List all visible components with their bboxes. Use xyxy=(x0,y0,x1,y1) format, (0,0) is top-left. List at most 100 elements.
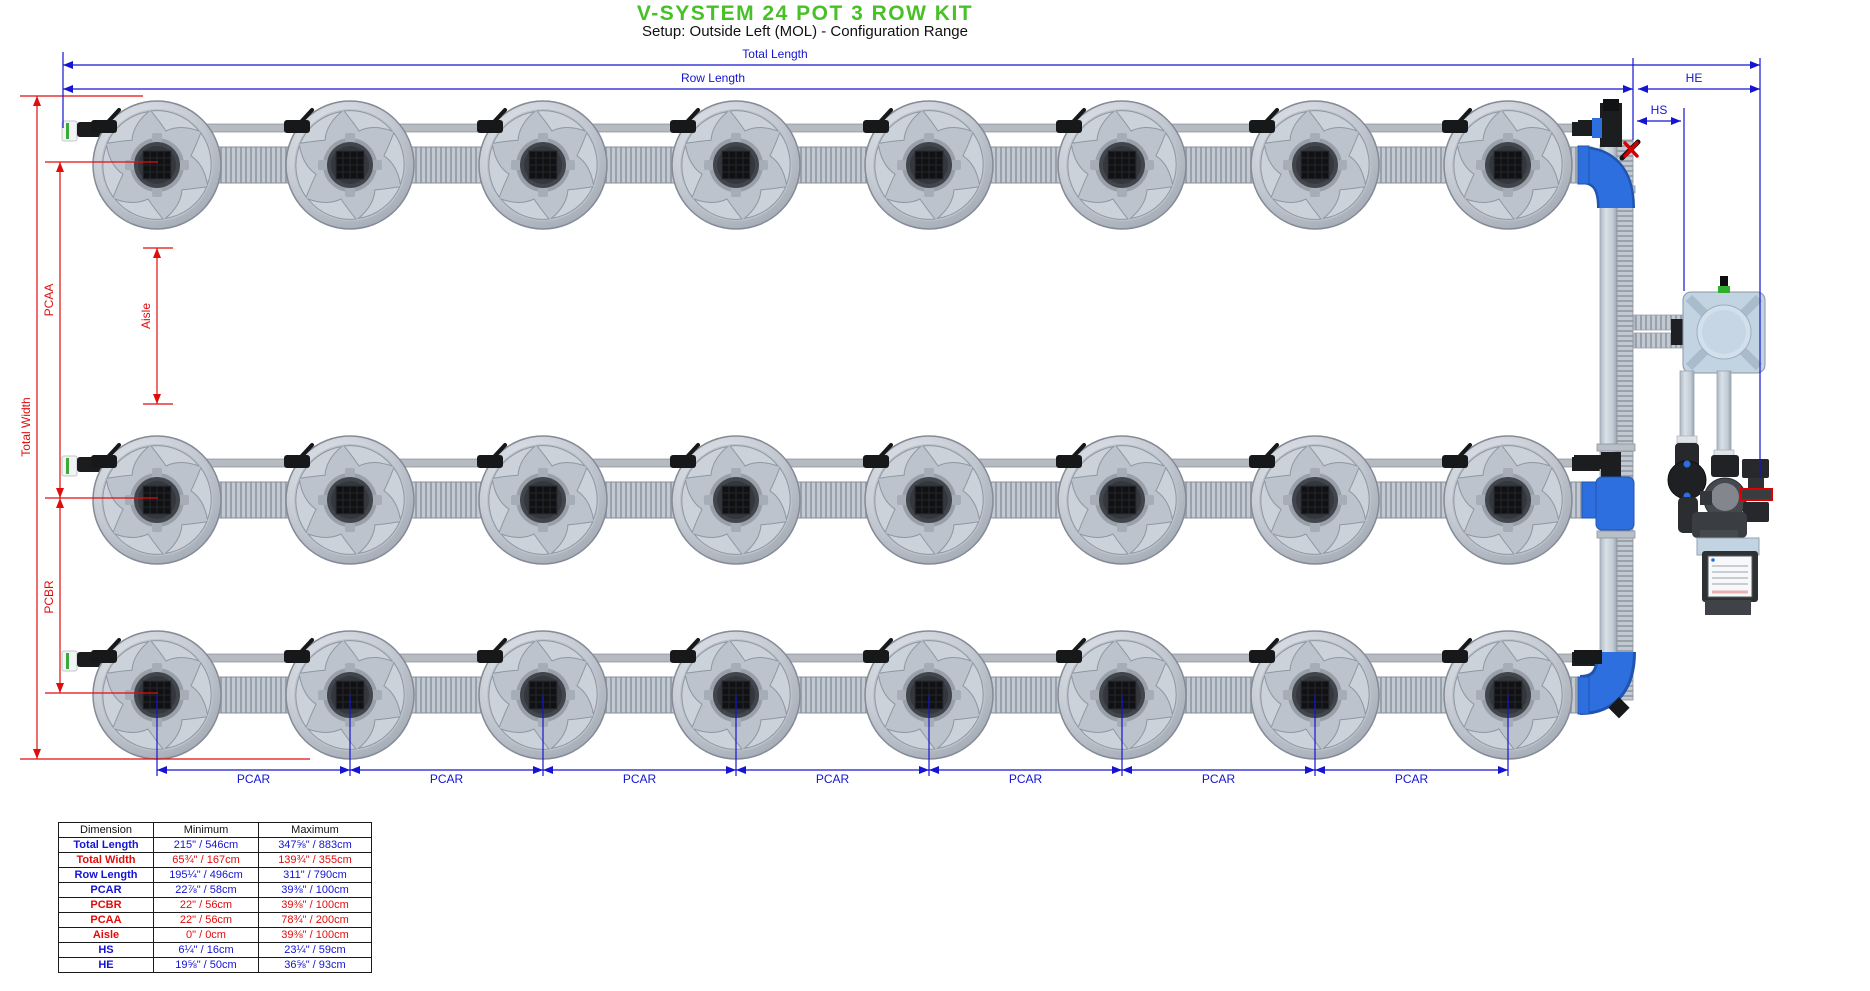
max-value-cell: 39⅜" / 100cm xyxy=(258,897,372,913)
pcaa-label: PCAA xyxy=(42,284,56,317)
dimension-name-cell: HE xyxy=(58,957,154,973)
pot-feed-fitting xyxy=(1056,650,1082,663)
manifold-top-tee xyxy=(1600,103,1622,147)
pot-feed-fitting xyxy=(670,120,696,133)
reservoir-lid-inner xyxy=(1702,310,1746,354)
pot-feed-fitting xyxy=(91,120,117,133)
valve-bottom-block xyxy=(1743,502,1769,522)
pcbr-label: PCBR xyxy=(42,580,56,614)
max-value-cell: 39⅜" / 100cm xyxy=(258,882,372,898)
max-value-cell: 23¼" / 59cm xyxy=(258,942,372,958)
pot-feed-fitting xyxy=(91,455,117,468)
blue-dimensions: Total Length Row Length HE HS xyxy=(62,47,1761,478)
pot-feed-fitting xyxy=(1249,120,1275,133)
pot-feed-fitting xyxy=(91,650,117,663)
aisle-label: Aisle xyxy=(139,303,153,329)
pot-feed-fitting xyxy=(284,120,310,133)
hs-label: HS xyxy=(1651,103,1668,117)
max-value-cell: 139¾" / 355cm xyxy=(258,852,372,868)
pcar-label: PCAR xyxy=(430,772,464,786)
red-dimensions: Total Width PCAA PCBR Aisle xyxy=(19,95,310,760)
pot-feed-fitting xyxy=(284,650,310,663)
valve-top-block xyxy=(1742,459,1769,478)
pump-inlet-pipe-left xyxy=(1679,370,1695,440)
dimension-name-cell: Total Length xyxy=(58,837,154,853)
controller-label-logo xyxy=(1711,558,1715,562)
row2-blue-tee xyxy=(1595,476,1635,531)
max-value-cell: 311" / 790cm xyxy=(258,867,372,883)
pot-row xyxy=(61,100,1605,230)
row3-elbow-coupler xyxy=(1577,676,1590,715)
left-pump-port-top xyxy=(1683,460,1691,468)
pcar-label: PCAR xyxy=(1395,772,1429,786)
manifold-top-cap xyxy=(1603,99,1619,111)
min-value-cell: 215" / 546cm xyxy=(153,837,259,853)
pcar-label: PCAR xyxy=(1009,772,1043,786)
min-value-cell: 65¾" / 167cm xyxy=(153,852,259,868)
pot-feed-fitting xyxy=(1056,120,1082,133)
right-pump-face xyxy=(1711,483,1739,511)
row3-upper-arm xyxy=(1574,650,1602,664)
dimension-name-cell: PCAR xyxy=(58,882,154,898)
row-end-connector-green xyxy=(66,458,69,474)
min-value-cell: 19⅝" / 50cm xyxy=(153,957,259,973)
row1-upper-blue-joint xyxy=(1592,118,1602,138)
min-value-cell: 22" / 56cm xyxy=(153,912,259,928)
valve-red-handle xyxy=(1740,488,1773,501)
pot-feed-fitting xyxy=(1249,455,1275,468)
row-end-connector xyxy=(61,120,78,142)
dimension-table-header-row: Dimension Minimum Maximum xyxy=(58,822,372,838)
pot-feed-fitting xyxy=(863,455,889,468)
pot-feed-fitting xyxy=(1249,650,1275,663)
pot-feed-fitting xyxy=(670,455,696,468)
pot-feed-fitting xyxy=(284,455,310,468)
total-length-label: Total Length xyxy=(742,47,807,61)
row1-elbow-coupler xyxy=(1577,145,1590,185)
total-width-label: Total Width xyxy=(19,397,33,456)
float-valve-base xyxy=(1718,286,1730,293)
page-title: V-SYSTEM 24 POT 3 ROW KIT xyxy=(636,2,974,25)
min-value-cell: 22⅞" / 58cm xyxy=(153,882,259,898)
min-value-cell: 22" / 56cm xyxy=(153,897,259,913)
min-value-cell: 0" / 0cm xyxy=(153,927,259,943)
max-value-cell: 36⅝" / 93cm xyxy=(258,957,372,973)
row2-tee-body xyxy=(1601,452,1621,480)
pot-feed-fitting xyxy=(477,120,503,133)
manifold-feed-pipe xyxy=(1616,139,1634,701)
controller-label-lines xyxy=(1712,565,1748,585)
row-end-connector xyxy=(61,650,78,672)
pcar-label: PCAR xyxy=(237,772,271,786)
right-pump-ear xyxy=(1700,491,1712,505)
max-value-cell: 39⅜" / 100cm xyxy=(258,927,372,943)
manifold-assembly xyxy=(1574,99,1641,719)
pot-feed-fitting xyxy=(863,650,889,663)
reservoir-inlet-fitting xyxy=(1671,319,1685,345)
header-maximum: Maximum xyxy=(258,822,372,838)
pot-feed-fitting xyxy=(1442,120,1468,133)
valve-stem xyxy=(1748,478,1764,491)
header-dimension: Dimension xyxy=(58,822,154,838)
dimension-name-cell: PCAA xyxy=(58,912,154,928)
pcar-label: PCAR xyxy=(816,772,850,786)
row2-upper-tee-arm xyxy=(1574,455,1602,469)
max-value-cell: 347⅝" / 883cm xyxy=(258,837,372,853)
he-label: HE xyxy=(1686,71,1703,85)
pot-feed-fitting xyxy=(863,120,889,133)
min-value-cell: 6¼" / 16cm xyxy=(153,942,259,958)
shutoff-valve-icon xyxy=(1619,139,1641,161)
reservoir-pump-assembly xyxy=(1633,276,1773,615)
row-end-connector-green xyxy=(66,653,69,669)
pot-row xyxy=(61,630,1605,760)
manifold-return-pipe xyxy=(1599,144,1618,698)
